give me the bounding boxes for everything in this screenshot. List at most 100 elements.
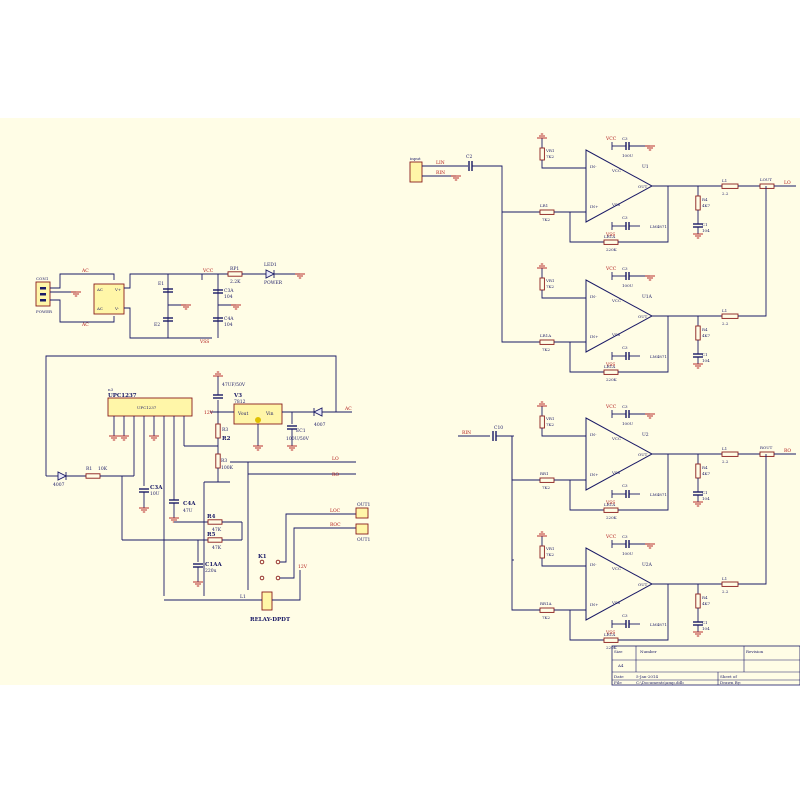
opamp-inv-1: IN-	[590, 164, 597, 169]
ro-label: RO	[332, 472, 339, 478]
output-resistor-2[interactable]	[695, 325, 701, 341]
cap-bot-1: C3	[622, 215, 628, 220]
out-ind-val-2: 2.2	[722, 321, 729, 326]
e1-label: E1	[158, 281, 164, 287]
r1-label: R1	[86, 466, 92, 472]
out-connector-2[interactable]	[355, 523, 369, 535]
input-resistor-3[interactable]	[539, 477, 555, 483]
input-resistor-1[interactable]	[539, 209, 555, 215]
r3-value: 100K	[221, 465, 234, 471]
bridge-ac1: AC	[96, 287, 103, 292]
output-series-1[interactable]	[759, 183, 775, 189]
opamp-1[interactable]	[585, 149, 654, 223]
bridge-rectifier[interactable]	[93, 283, 125, 315]
opamp-4[interactable]	[585, 547, 654, 621]
opamp-2[interactable]	[585, 279, 654, 353]
output-resistor-1[interactable]	[695, 195, 701, 211]
output-inductor-1[interactable]	[721, 183, 739, 189]
feedback-resistor-1[interactable]	[603, 239, 619, 245]
out-res-val-1: 4K7	[702, 203, 711, 208]
k1-label: K1	[258, 554, 267, 560]
diode-4007-a[interactable]	[57, 471, 68, 481]
out-cap-val-3: 104	[702, 496, 710, 501]
output-inductor-3[interactable]	[721, 451, 739, 457]
c2-label: C2	[466, 154, 472, 160]
opamp-vss-4: VSS	[611, 600, 621, 605]
out-res-label-3: R4	[702, 465, 708, 470]
vss-label-3: VSS	[605, 500, 615, 506]
out-connector-1[interactable]	[355, 507, 369, 519]
output-resistor-4[interactable]	[695, 593, 701, 609]
opamp-name-1: U1	[642, 164, 649, 170]
stage-1: IN-IN+VCCVSSOUTU1VCCVSSC3100UC3LM4871LR1…	[536, 133, 796, 252]
out-net-label-1: LO	[784, 180, 791, 186]
output-series-3[interactable]	[759, 451, 775, 457]
out-cap-label-2: C1	[702, 352, 708, 357]
d4007-label: 4007	[53, 482, 65, 488]
r4-resistor[interactable]	[207, 519, 223, 525]
bias-label-2: VR1	[545, 278, 554, 283]
diode-4007-b[interactable]	[312, 407, 323, 417]
output-inductor-4[interactable]	[721, 581, 739, 587]
c4a-label: C4A	[224, 316, 234, 322]
out-cap-val-4: 104	[702, 626, 710, 631]
input-res-val-2: 7K2	[542, 347, 551, 352]
r5-value: 47K	[212, 545, 222, 551]
bias-label-4: VR1	[545, 546, 554, 551]
v3-value: 7812	[234, 399, 246, 405]
bias-resistor-4[interactable]	[539, 545, 545, 559]
feedback-val-4: 220K	[606, 645, 618, 650]
feedback-resistor-3[interactable]	[603, 507, 619, 513]
input-res-val-1: 7K2	[542, 217, 551, 222]
bridge-pos: V+	[114, 287, 121, 292]
rp1-value: 2.2K	[230, 279, 241, 285]
out-series-label-1: LOUT	[760, 177, 772, 182]
output-resistor-3[interactable]	[695, 463, 701, 479]
bias-val-1: 7K2	[546, 154, 555, 159]
input-res-label-1: LR1	[540, 203, 548, 208]
ac-in-label: AC	[344, 406, 352, 412]
feedback-resistor-4[interactable]	[603, 637, 619, 643]
feedback-val-3: 220K	[606, 515, 618, 520]
led1[interactable]	[265, 269, 276, 279]
opamp-noninv-3: IN+	[590, 472, 598, 477]
bias-resistor-2[interactable]	[539, 277, 545, 291]
rp1-resistor[interactable]	[227, 271, 243, 277]
cap-bot-v-2: LM4871	[650, 354, 667, 359]
opamp-out-1: OUT	[638, 184, 648, 189]
bias-val-3: 7K2	[546, 422, 555, 427]
r2-resistor[interactable]	[215, 423, 221, 439]
bias-resistor-3[interactable]	[539, 415, 545, 429]
n3-label: n3	[108, 387, 114, 392]
input-resistor-2[interactable]	[539, 339, 555, 345]
opamp-noninv-2: IN+	[590, 334, 598, 339]
input-connector[interactable]	[409, 161, 423, 183]
bias-resistor-1[interactable]	[539, 147, 545, 161]
v12-label: 12V	[204, 410, 214, 416]
r1-resistor[interactable]	[85, 473, 101, 479]
r5-resistor[interactable]	[207, 537, 223, 543]
out-cap-val-1: 104	[702, 228, 710, 233]
rp1-label: RP1	[230, 266, 239, 272]
v3-label: V3	[233, 393, 242, 399]
r3-resistor[interactable]	[215, 453, 221, 469]
opamp-3[interactable]	[585, 417, 654, 491]
rin-lower-label: RIN	[462, 430, 471, 436]
out2-label: OUT1	[357, 537, 370, 543]
out-series-label-3: ROUT	[760, 445, 773, 450]
opamp-name-2: U1A	[642, 294, 653, 300]
ac-label-b: AC	[81, 322, 89, 328]
relay-coil[interactable]	[261, 591, 273, 611]
out-ind-val-3: 2.2	[722, 459, 729, 464]
upc1237-ic[interactable]	[107, 397, 193, 417]
r3-label-b: R3	[221, 458, 227, 464]
ac-label-a: AC	[81, 268, 89, 274]
out-ind-label-3: L1	[722, 446, 727, 451]
feedback-val-1: 220K	[606, 247, 618, 252]
output-inductor-2[interactable]	[721, 313, 739, 319]
input-resistor-4[interactable]	[539, 607, 555, 613]
opamp-vss-3: VSS	[611, 470, 621, 475]
lin-label: LIN	[436, 160, 445, 166]
stage-2: IN-IN+VCCVSSOUTU1AVCCVSSC3100UC3LM4871LR…	[536, 186, 767, 382]
feedback-resistor-2[interactable]	[603, 369, 619, 375]
